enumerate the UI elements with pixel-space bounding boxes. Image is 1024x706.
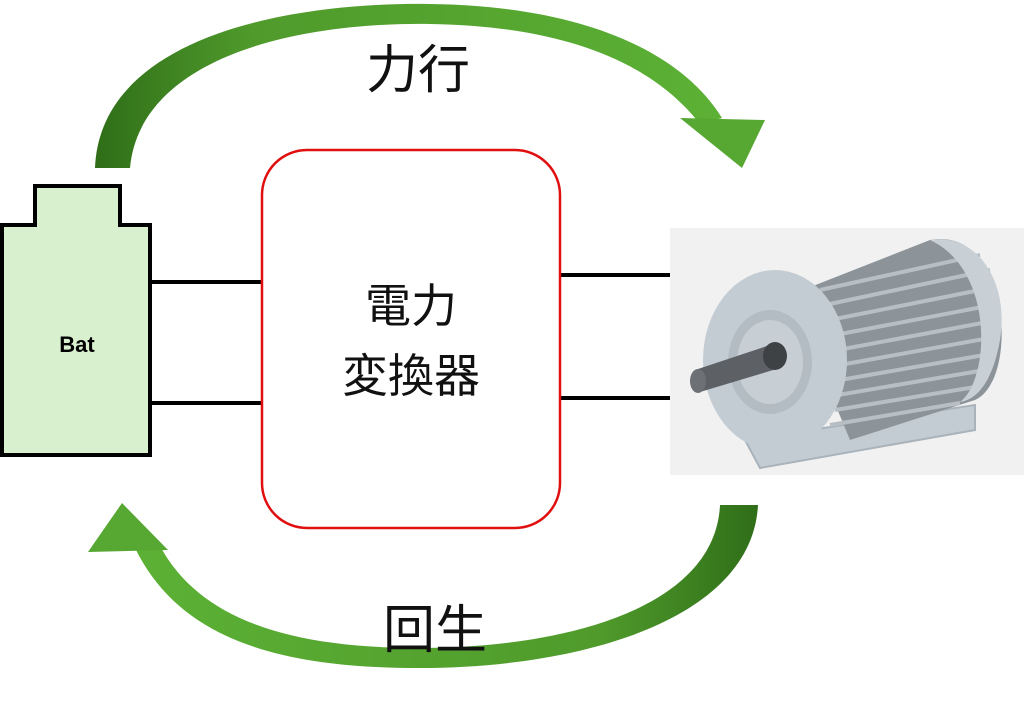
motoring-label: 力行 bbox=[366, 41, 470, 101]
electric-motor-icon bbox=[670, 228, 1024, 475]
battery-label: Bat bbox=[59, 332, 95, 357]
motoring-arrow bbox=[95, 3, 765, 168]
regeneration-label: 回生 bbox=[383, 601, 487, 661]
power-converter-box bbox=[260, 148, 562, 530]
converter-label-line1: 電力 bbox=[365, 279, 457, 333]
regeneration-arrow bbox=[88, 503, 758, 668]
wires bbox=[150, 273, 670, 405]
converter-label-line2: 変換器 bbox=[342, 349, 480, 403]
battery-icon bbox=[0, 184, 152, 457]
